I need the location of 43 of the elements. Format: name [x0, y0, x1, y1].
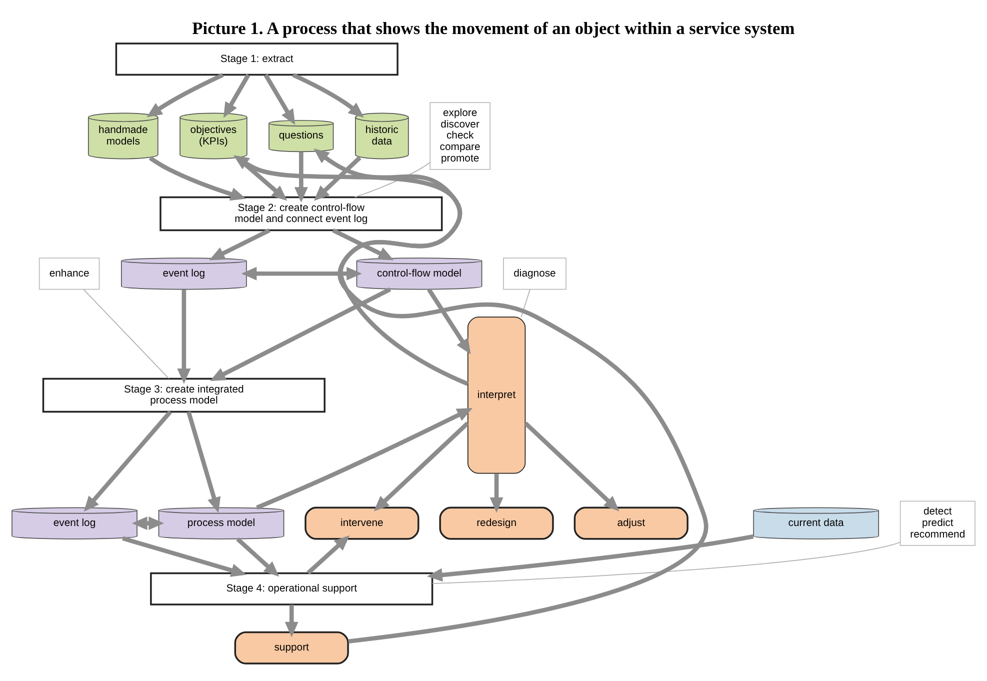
node-box: explore discover check compare promote	[430, 102, 490, 170]
arrow	[314, 148, 469, 386]
arrow	[209, 228, 270, 260]
arrow	[132, 516, 164, 530]
arrow	[294, 152, 308, 202]
node-box: adjust	[574, 506, 688, 540]
arrow	[223, 74, 250, 118]
arrow	[490, 474, 504, 513]
arrow	[314, 156, 362, 201]
arrow	[233, 155, 708, 644]
arrow	[292, 72, 364, 118]
arrow	[524, 422, 620, 512]
arrow	[146, 72, 224, 118]
node-box: redesign	[439, 506, 554, 540]
arrow	[236, 537, 280, 577]
arrow	[264, 74, 296, 125]
diagram-title: Picture 1. A process that shows the movement of an object within a service system	[192, 18, 795, 38]
arrow	[374, 422, 470, 512]
arrow	[284, 604, 298, 638]
arrow	[256, 408, 473, 510]
node-box: Stage 3: create integrated process model	[42, 378, 326, 413]
node-box: interpret	[467, 316, 526, 474]
node-box: Stage 1: extract	[115, 42, 398, 76]
arrow	[84, 410, 172, 512]
connector	[83, 289, 170, 379]
arrow	[148, 156, 246, 201]
arrow	[177, 289, 191, 384]
arrow	[122, 536, 246, 577]
node-box: intervene	[304, 506, 420, 540]
node-box: detect predict recommend	[900, 500, 976, 546]
node-box: Stage 4: operational support	[150, 572, 434, 606]
node-box: diagnose	[503, 258, 566, 290]
arrow	[306, 535, 350, 575]
node-box: Stage 2: create control-flow model and connect event log	[160, 196, 443, 232]
connector	[520, 289, 530, 318]
node-box: enhance	[38, 258, 100, 290]
arrow	[186, 411, 221, 513]
arrow	[210, 287, 392, 382]
arrow	[426, 534, 754, 582]
arrow	[427, 288, 471, 354]
connector	[432, 542, 901, 584]
node-box: support	[234, 631, 349, 664]
arrow	[241, 266, 362, 280]
